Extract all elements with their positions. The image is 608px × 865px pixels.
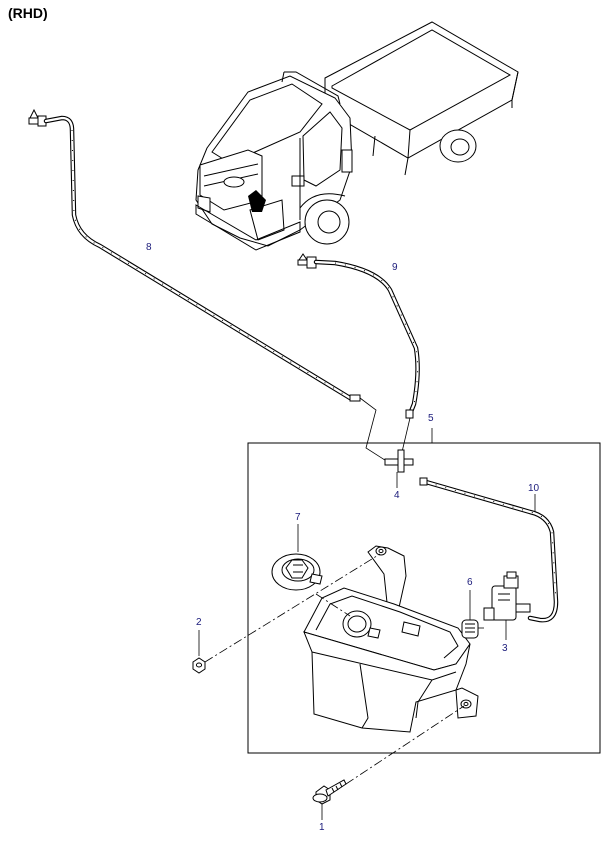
hex-nut <box>192 630 206 674</box>
pump-grommet <box>461 590 479 639</box>
pump-outlet-hose <box>419 477 559 623</box>
assembly-center-lines <box>204 553 484 785</box>
callout-10: 10 <box>528 483 540 494</box>
callout-5: 5 <box>428 413 434 424</box>
washer-assembly-box <box>247 442 601 754</box>
filler-cap <box>271 524 323 591</box>
callout-7: 7 <box>295 512 301 523</box>
flange-bolt <box>312 779 347 820</box>
washer-hose-front <box>28 108 389 463</box>
t-joint-connector <box>384 449 414 488</box>
callout-9: 9 <box>392 262 398 273</box>
callout-8: 8 <box>146 242 152 253</box>
washer-hose-rear <box>297 253 420 453</box>
callout-2: 2 <box>196 617 202 628</box>
callout-6: 6 <box>467 577 473 588</box>
truck-illustration <box>195 21 519 251</box>
callout-4: 4 <box>394 490 400 501</box>
washer-pump <box>483 571 531 640</box>
variant-label: (RHD) <box>8 5 48 21</box>
washer-reservoir-tank <box>303 545 479 733</box>
callout-3: 3 <box>502 643 508 654</box>
callout-numbers: 1 2 3 4 5 6 7 8 9 10 <box>146 242 540 833</box>
callout-1: 1 <box>319 822 325 833</box>
